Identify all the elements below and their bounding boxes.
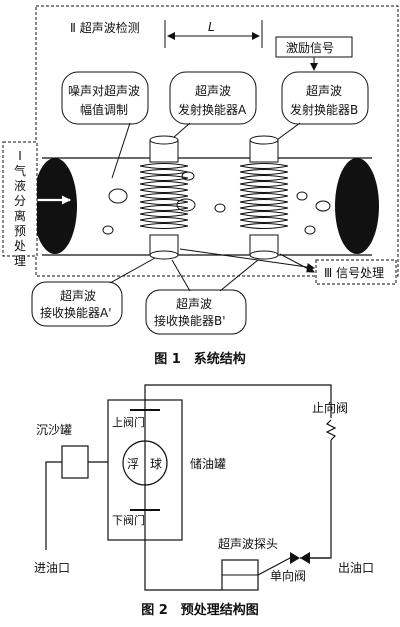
sand-tank-label: 沉沙罐 <box>36 423 72 437</box>
check-valve-top <box>325 419 337 441</box>
section-i-char: 离 <box>14 208 26 223</box>
bubble <box>315 200 331 212</box>
coil-a <box>139 162 189 230</box>
section-i-char: 预 <box>14 224 26 238</box>
transducer-pair-a <box>139 135 189 260</box>
section-i-box <box>2 141 38 257</box>
bubble <box>296 191 308 201</box>
bubble <box>102 225 114 235</box>
section-i-char: 气 <box>14 163 26 178</box>
figure-1: Ⅱ 超声波检测 L 激励信号 噪声对超声波 幅值调制 超声波 发射换能器A 超声… <box>2 5 399 367</box>
bubble <box>304 225 316 235</box>
receiver-a-bottom <box>149 250 179 260</box>
check-valve-top-label: 止向阀 <box>312 400 348 415</box>
receiver-b-pointer-b <box>219 259 259 292</box>
transmitter-b-callout <box>281 71 369 125</box>
receiver-b-line1: 超声波 <box>176 296 212 311</box>
bubble <box>176 198 196 212</box>
section-iii-box <box>315 259 397 285</box>
section-i-char: 分 <box>14 194 26 208</box>
figure-1-caption: 图 1 系统结构 <box>154 351 246 367</box>
signal-arrow-b <box>279 253 315 273</box>
section-i-char: 处 <box>14 239 26 253</box>
return-pipe <box>144 384 332 418</box>
one-way-valve-label: 单向阀 <box>270 568 306 583</box>
section-i-char: 液 <box>14 178 26 193</box>
bubble <box>214 203 226 213</box>
section-ii-box <box>35 5 399 277</box>
float-ball-label-left: 浮 <box>127 457 139 471</box>
oil-tank-label: 储油罐 <box>190 456 226 471</box>
receiver-a-pointer <box>109 257 156 284</box>
lower-valve-label: 下阀门 <box>112 513 145 527</box>
receiver-a-line2: 接收换能器A' <box>40 305 112 320</box>
outlet-label: 出油口 <box>338 561 374 575</box>
transmitter-a-line2: 发射换能器A <box>178 102 247 117</box>
outlet-return-pipe <box>300 440 332 559</box>
signal-arrow-a <box>179 248 315 271</box>
transducer-pair-b <box>239 135 289 260</box>
section-i-char: Ⅰ <box>18 149 22 163</box>
transmitter-b-top <box>249 135 279 145</box>
pipe-outlet-end <box>335 158 379 254</box>
inlet-pipe <box>45 461 108 550</box>
noise-callout-line1: 噪声对超声波 <box>68 83 140 98</box>
noise-callout <box>61 71 149 125</box>
pipe-body <box>42 157 372 256</box>
transmitter-a-line1: 超声波 <box>195 83 231 98</box>
noise-callout-line2: 幅值调制 <box>80 102 128 117</box>
receiver-b-pointer-a <box>171 259 191 292</box>
probe-label: 超声波探头 <box>218 536 278 551</box>
transmitter-b-line2: 发射换能器B <box>290 102 358 117</box>
inlet-label: 进油口 <box>34 561 70 575</box>
float-ball-label-right: 球 <box>150 457 162 471</box>
one-way-valve <box>290 552 310 564</box>
probe-pipe <box>144 550 291 591</box>
section-i-label: Ⅰ 气 液 分 离 预 处 理 <box>14 149 26 268</box>
receiver-a-line1: 超声波 <box>60 288 96 303</box>
pipe-inlet-end <box>33 158 77 254</box>
section-i-char: 理 <box>14 254 26 268</box>
excitation-label: 激励信号 <box>286 41 334 55</box>
receiver-a-callout <box>31 281 123 327</box>
coil-b <box>239 162 289 230</box>
bubble <box>108 188 128 204</box>
section-ii-label: Ⅱ 超声波检测 <box>70 20 140 35</box>
upper-valve-label: 上阀门 <box>112 415 145 429</box>
receiver-b-callout <box>145 289 247 335</box>
section-iii-label: Ⅲ 信号处理 <box>324 266 384 280</box>
receiver-b-line2: 接收换能器B' <box>154 313 226 328</box>
transmitter-b-line1: 超声波 <box>306 83 342 98</box>
receiver-b-bottom <box>249 250 279 260</box>
transmitter-a-callout <box>169 71 257 125</box>
noise-callout-pointer <box>111 122 131 179</box>
figure-2-caption: 图 2 预处理结构图 <box>141 602 259 618</box>
figure-2: 上阀门 下阀门 浮 球 储油罐 沉沙罐 进油口 止向阀 超声波探头 单向阀 出油… <box>34 384 374 618</box>
gas-bubbles <box>102 171 331 235</box>
sand-tank <box>61 445 89 479</box>
length-label: L <box>208 20 215 34</box>
transmitter-a-top <box>149 135 179 145</box>
